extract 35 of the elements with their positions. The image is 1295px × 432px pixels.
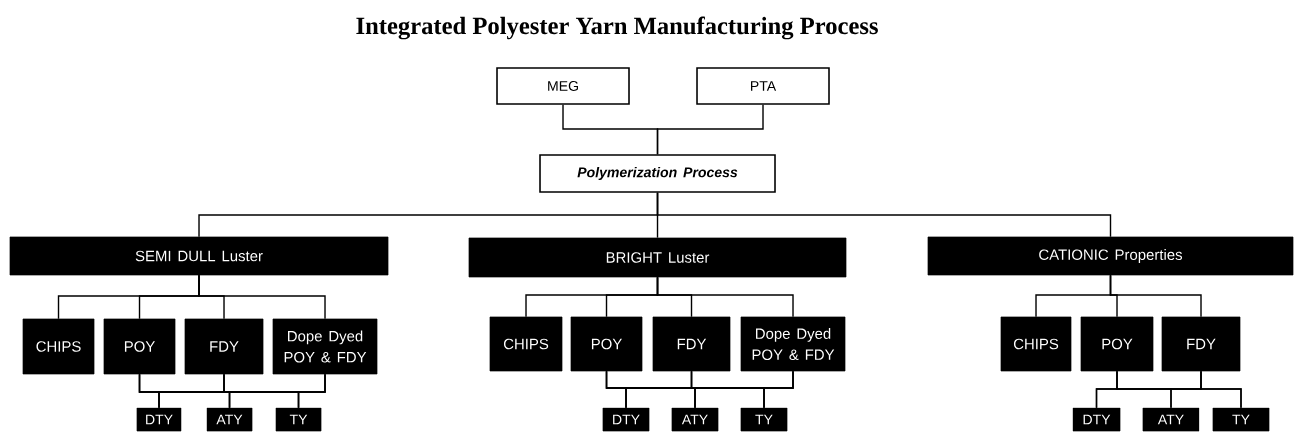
product-box: TY bbox=[1212, 407, 1270, 432]
connector-line bbox=[1109, 274, 1202, 318]
product-box: POY bbox=[1080, 316, 1154, 372]
connector-line bbox=[656, 192, 1112, 238]
connector-line bbox=[656, 276, 794, 318]
product-box: CHIPS bbox=[1000, 316, 1072, 372]
product-box: TY bbox=[275, 407, 322, 432]
product-box: CHIPS bbox=[22, 318, 95, 375]
process-box: Polymerization Process bbox=[539, 154, 776, 193]
material-box: MEG bbox=[496, 67, 630, 105]
connector-line bbox=[1200, 370, 1242, 409]
product-box: ATY bbox=[1142, 407, 1200, 432]
product-box: POY bbox=[570, 316, 643, 372]
product-box: DTY bbox=[1072, 407, 1121, 432]
product-box: FDY bbox=[184, 318, 264, 375]
connector-line bbox=[656, 104, 764, 155]
category-bar: CATIONIC Properties bbox=[927, 236, 1294, 276]
product-box: Dope Dyed POY & FDY bbox=[272, 318, 378, 375]
connector-line bbox=[297, 373, 326, 409]
product-box: Dope Dyed POY & FDY bbox=[740, 316, 846, 372]
material-box: PTA bbox=[696, 67, 830, 105]
product-box: DTY bbox=[136, 407, 182, 432]
product-box: TY bbox=[740, 407, 788, 432]
product-box: ATY bbox=[206, 407, 253, 432]
product-box: FDY bbox=[1161, 316, 1241, 372]
product-box: CHIPS bbox=[489, 316, 563, 372]
connector-line bbox=[763, 370, 794, 409]
product-box: POY bbox=[103, 318, 176, 375]
title: Integrated Polyester Yarn Manufacturing Process bbox=[356, 16, 878, 40]
product-box: FDY bbox=[652, 316, 731, 372]
product-box: ATY bbox=[671, 407, 719, 432]
category-bar: SEMI DULL Luster bbox=[9, 236, 389, 276]
category-bar: BRIGHT Luster bbox=[468, 237, 847, 278]
product-box: DTY bbox=[602, 407, 650, 432]
connector-line bbox=[198, 274, 326, 320]
